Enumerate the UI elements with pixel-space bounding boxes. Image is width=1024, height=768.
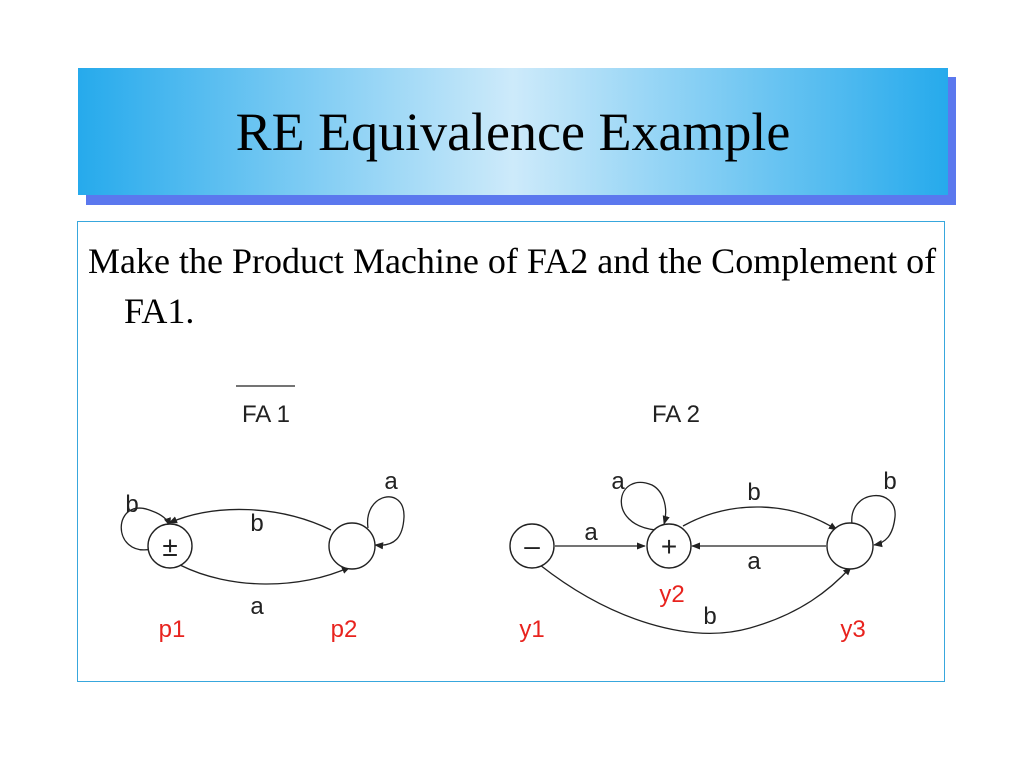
fa1-state-p1-mark: ± (162, 531, 177, 562)
fa1-state-p1: ± (147, 523, 193, 569)
slide-title: RE Equivalence Example (235, 101, 791, 162)
fa2-label-y3-self: b (883, 468, 896, 495)
fa1-label-p1-self: b (125, 491, 138, 518)
fa2-state-y3 (826, 522, 874, 570)
fa2-state-y2-mark: + (661, 531, 677, 562)
fa2-label-y2-self: a (611, 468, 625, 495)
fa2-state-y1-name: y1 (519, 616, 544, 643)
fa2-label-y1-y3: b (703, 603, 716, 630)
fa1-edge-p1-p2-a (179, 564, 351, 585)
fa1-state-p2-name: p2 (331, 616, 358, 643)
fa1-label-p2-p1: b (250, 510, 263, 537)
fa1-edge-p1-self-b (120, 507, 171, 551)
fa2-state-y3-name: y3 (840, 616, 865, 643)
fa1-title: FA 1 (242, 401, 290, 428)
fa2-label-y1-y2: a (584, 519, 598, 546)
slide-body-text: Make the Product Machine of FA2 and the … (88, 241, 937, 331)
fa2-label-y3-y2: a (747, 548, 761, 575)
fa2-state-y2-name: y2 (659, 581, 684, 608)
fa2-state-y1: – (509, 523, 555, 569)
fa2-title: FA 2 (652, 401, 700, 428)
fa2-label-y2-y3: b (747, 479, 760, 506)
fa1-state-p2 (328, 522, 376, 570)
content-box: Make the Product Machine of FA2 and the … (77, 221, 945, 682)
fa2-state-y2: + (646, 523, 692, 569)
fa2-edge-y2-self-a (620, 481, 670, 531)
fa2-edge-y3-self-b (851, 494, 896, 548)
fa2-edge-y2-y3-b (682, 506, 838, 531)
fa1-label-p1-p2: a (250, 593, 264, 620)
title-banner: RE Equivalence Example (78, 68, 948, 195)
fa1-label-p2-self: a (384, 468, 398, 495)
fa1-edge-p2-p1-b (168, 508, 332, 531)
fa1-state-p1-name: p1 (159, 616, 186, 643)
fa1-edge-p2-self-a (367, 496, 405, 550)
fa2-edge-y1-y3-b (539, 564, 852, 634)
fa2-state-y1-mark: – (524, 530, 540, 561)
